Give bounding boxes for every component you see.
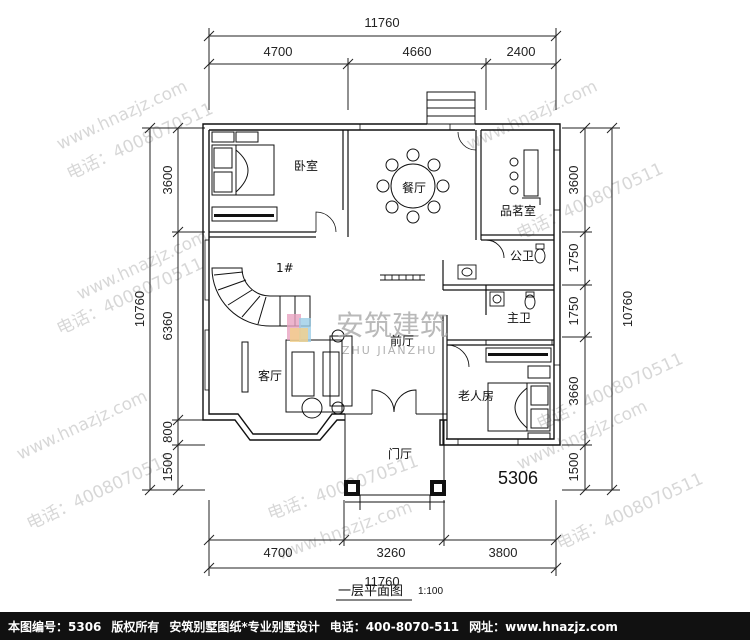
wardrobe-hatch (214, 214, 274, 217)
room-label-entry: 门厅 (388, 446, 412, 461)
left-dimension-lines (142, 122, 205, 496)
watermark-phone-3: 电话：4008070511 (24, 449, 177, 534)
right-dimension-2: 1750 (566, 244, 581, 273)
right-dimension-4: 3660 (566, 377, 581, 406)
footer-website: 网址：www.hnazjz.com (469, 619, 618, 634)
bottom-dimension-2: 3260 (377, 545, 406, 560)
room-label-front-hall: 前厅 (390, 333, 414, 348)
room-label-stair: 1# (276, 261, 294, 275)
room-label-elder-room: 老人房 (458, 388, 494, 403)
public-bath-fixtures (457, 239, 546, 280)
front-hall-stair-symbol (380, 274, 425, 281)
plan-title: 一层平面图 (338, 584, 403, 599)
footer-copyright: 版权所有 (111, 619, 160, 634)
right-dimension-5: 1500 (566, 453, 581, 482)
elder-wardrobe-hatch (488, 353, 548, 356)
left-dimension-1: 3600 (160, 166, 175, 195)
elder-room-door (446, 344, 470, 368)
logo-text: 安筑建筑 (336, 309, 448, 342)
room-label-living: 客厅 (258, 368, 282, 383)
tea-table-icon (509, 149, 541, 205)
top-steps (426, 91, 476, 125)
right-total-dimension: 10760 (620, 291, 635, 327)
top-dimension-3: 2400 (507, 44, 536, 59)
brand-logo: 安筑建筑 ZHU JIANZHU (287, 309, 448, 357)
right-dimension-3: 1750 (566, 297, 581, 326)
top-dimension-lines (203, 28, 562, 110)
left-dimension-4: 1500 (160, 453, 175, 482)
porch-column-cores (348, 484, 442, 492)
top-dimension-2: 4660 (403, 44, 432, 59)
bottom-total-dimension: 11760 (364, 574, 399, 589)
elder-room-bed-icon (485, 347, 552, 440)
front-door (345, 389, 447, 415)
right-dimension-1: 3600 (566, 166, 581, 195)
bedroom-door (315, 211, 337, 233)
plan-number: 5306 (498, 468, 538, 488)
tea-room-door (457, 131, 477, 151)
top-total-dimension: 11760 (364, 15, 399, 30)
watermark-site-3: www.hnazjz.com (14, 386, 151, 464)
bedroom-bed-icon (211, 131, 278, 222)
plan-scale: 1:100 (418, 586, 443, 597)
room-label-master-bath: 主卫 (507, 311, 531, 325)
porch-columns (344, 480, 446, 496)
room-label-bedroom: 卧室 (294, 158, 318, 173)
footer-company: 安筑别墅图纸*专业别墅设计 (169, 619, 320, 634)
footer-plan-code: 本图编号：5306 (8, 619, 102, 634)
living-sofa-set (241, 329, 353, 419)
right-dimension-lines (562, 122, 620, 496)
watermark-site-4: www.hnazjz.com (464, 76, 601, 154)
top-dimension-1: 4700 (264, 44, 293, 59)
left-dimension-2: 6360 (160, 312, 175, 341)
master-bath-fixtures (485, 291, 553, 346)
spiral-staircase (211, 267, 311, 327)
room-label-public-bath: 公卫 (510, 249, 534, 263)
dining-table-icon (376, 148, 450, 224)
bottom-dimension-1: 4700 (264, 545, 293, 560)
footer-bar: 本图编号：5306 版权所有 安筑别墅图纸*专业别墅设计 电话：400-8070… (0, 612, 750, 640)
room-label-tea-room: 品茗室 (500, 203, 536, 218)
left-dimension-3: 800 (160, 421, 175, 443)
bottom-dimension-3: 3800 (489, 545, 518, 560)
interior-walls (209, 130, 554, 445)
entry-porch (344, 414, 445, 510)
left-total-dimension: 10760 (132, 291, 147, 327)
logo-mark-yellow (290, 328, 308, 342)
room-label-dining: 餐厅 (402, 180, 426, 195)
logo-subtext: ZHU JIANZHU (342, 344, 437, 357)
footer-phone: 电话：400-8070-511 (329, 619, 460, 634)
windows (204, 123, 561, 446)
bottom-dimension-lines (203, 500, 562, 576)
